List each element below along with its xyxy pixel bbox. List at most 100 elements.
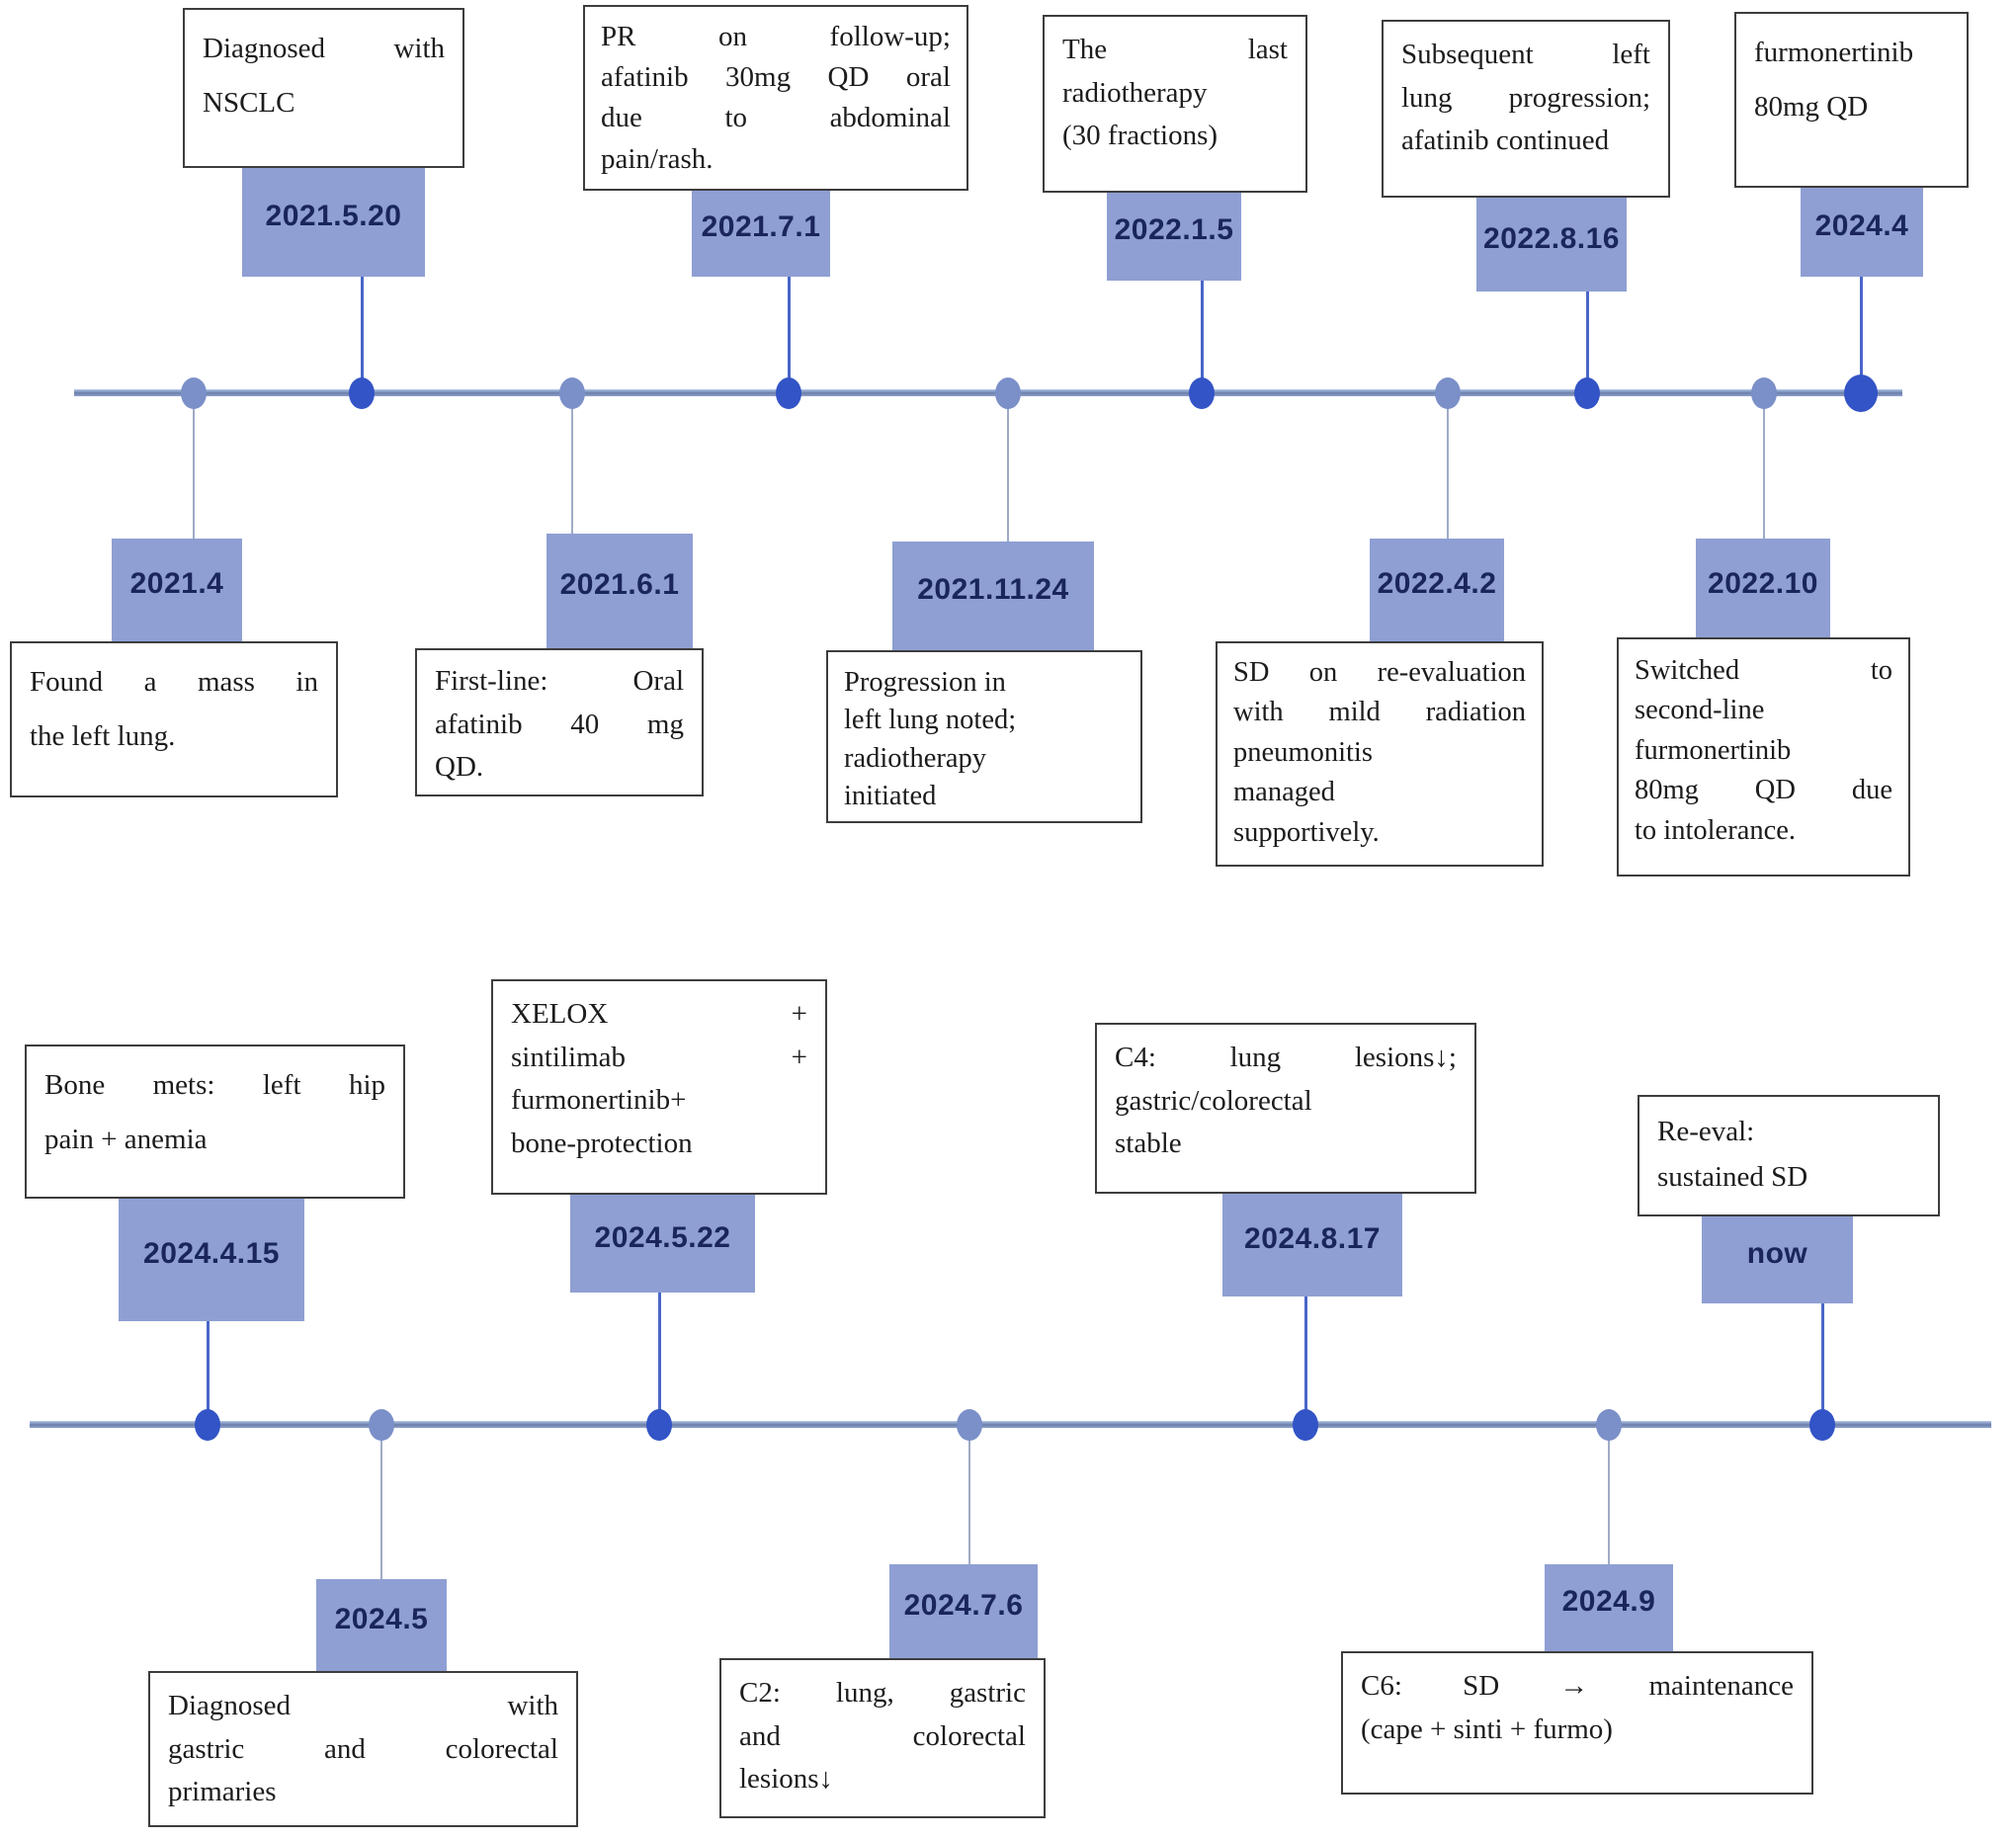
event-text-line: Switched to: [1635, 651, 1892, 691]
event-text-line: sintilimab+: [511, 1037, 807, 1080]
word: to: [1870, 655, 1892, 686]
timeline-dot-xelox-combo: [646, 1408, 672, 1441]
word: gastric: [168, 1732, 245, 1765]
word: on: [718, 21, 748, 52]
word: with: [393, 33, 445, 64]
date-label-bone-mets: 2024.4.15: [119, 1199, 304, 1321]
word: Bone: [44, 1069, 106, 1101]
date-label-found-mass: 2021.4: [112, 539, 242, 641]
word: sintilimab: [511, 1041, 626, 1073]
date-label-subsequent-progression: 2022.8.16: [1476, 198, 1627, 292]
word: C6:: [1361, 1670, 1402, 1702]
timeline-dot-c4-response: [1293, 1408, 1318, 1441]
word: Subsequent: [1401, 39, 1534, 70]
event-text-line: 80mg QD: [1754, 91, 1869, 124]
word: with: [1233, 697, 1284, 728]
event-text-line: pain + anemia: [44, 1124, 208, 1156]
timeline-dot-progression-left-lung: [995, 376, 1021, 409]
word: afatinib: [435, 708, 523, 740]
event-text-line: (30 fractions): [1062, 120, 1218, 151]
word: oral: [905, 61, 951, 94]
date-label-last-radiotherapy: 2022.1.5: [1107, 192, 1241, 281]
connector-furmonertinib-80: [1859, 277, 1863, 392]
word: on: [1308, 657, 1338, 688]
word: afatinib: [601, 61, 689, 94]
word: lung,: [835, 1677, 894, 1709]
timeline-dot-c2-response: [957, 1408, 982, 1441]
word: SD: [1463, 1670, 1500, 1702]
date-label-first-line-afatinib: 2021.6.1: [546, 534, 693, 648]
connector-bone-mets: [206, 1321, 210, 1424]
event-box-furmonertinib-80: furmonertinib 80mg QD: [1734, 12, 1969, 188]
word: re-evaluation: [1377, 657, 1526, 688]
timeline-axis-2: [30, 1421, 1991, 1428]
event-text-line: initiated: [844, 781, 937, 812]
word: last: [1247, 34, 1288, 65]
timeline-dot-gi-primaries: [369, 1408, 394, 1441]
word: maintenance: [1648, 1670, 1794, 1702]
word: Switched: [1635, 655, 1740, 686]
connector-last-radiotherapy: [1200, 281, 1204, 392]
word: abdominal: [829, 102, 951, 134]
event-text-line: gastric/colorectal: [1115, 1084, 1312, 1117]
event-text-line: QD.: [435, 751, 484, 783]
timeline-dot-subsequent-progression: [1574, 376, 1600, 409]
timeline-dot-re-eval-now: [1809, 1408, 1835, 1441]
word: gastric: [949, 1677, 1026, 1709]
timeline-axis-1: [74, 389, 1902, 396]
event-text-line: furmonertinib: [1635, 734, 1792, 766]
timeline-dot-found-mass: [181, 376, 207, 409]
date-label-diagnosed-nsclc: 2021.5.20: [242, 168, 425, 277]
word: and: [324, 1732, 366, 1765]
event-text-line: primaries: [168, 1776, 277, 1807]
word: lesions↓;: [1354, 1042, 1457, 1073]
word: Diagnosed: [168, 1690, 292, 1721]
word: First-line:: [435, 665, 548, 697]
timeline-dot-switch-furmonertinib: [1751, 376, 1777, 409]
connector-sd-re-evaluation: [1447, 392, 1449, 539]
timeline-dot-sd-re-evaluation: [1435, 376, 1461, 409]
word: with: [507, 1690, 558, 1721]
date-label-progression-left-lung: 2021.11.24: [892, 542, 1094, 650]
word: a: [143, 666, 157, 698]
word: 40: [570, 708, 600, 740]
date-label-pr-follow-up: 2021.7.1: [692, 190, 830, 277]
date-label-re-eval-now: now: [1702, 1216, 1853, 1303]
word: XELOX: [511, 998, 609, 1030]
event-text-line: pneumonitis: [1233, 736, 1373, 768]
timeline-dot-last-radiotherapy: [1189, 376, 1215, 409]
event-text-line: the left lung.: [30, 720, 176, 753]
word: lung: [1229, 1042, 1282, 1073]
connector-c4-response: [1303, 1296, 1307, 1424]
event-text-line: Diagnosed with: [203, 22, 445, 76]
event-text-line: NSCLC: [203, 87, 295, 120]
event-text-line: supportively.: [1233, 816, 1380, 848]
word: Diagnosed: [203, 33, 326, 64]
event-box-xelox-combo: XELOX+sintilimab+furmonertinib+bone-prot…: [491, 979, 827, 1195]
connector-pr-follow-up: [787, 277, 791, 392]
timeline-dot-pr-follow-up: [776, 376, 801, 409]
word: The: [1062, 34, 1108, 65]
event-text-line: lesions↓: [739, 1763, 834, 1795]
event-text-line: Diagnosed with: [168, 1685, 558, 1728]
connector-re-eval-now: [1820, 1303, 1824, 1424]
word: →: [1559, 1670, 1589, 1702]
date-label-c6-maintenance: 2024.9: [1545, 1564, 1673, 1651]
event-text-line: radiotherapy: [844, 742, 987, 774]
event-text-line: furmonertinib: [1754, 37, 1914, 68]
date-label-c2-response: 2024.7.6: [889, 1564, 1038, 1658]
connector-c6-maintenance: [1608, 1424, 1610, 1564]
